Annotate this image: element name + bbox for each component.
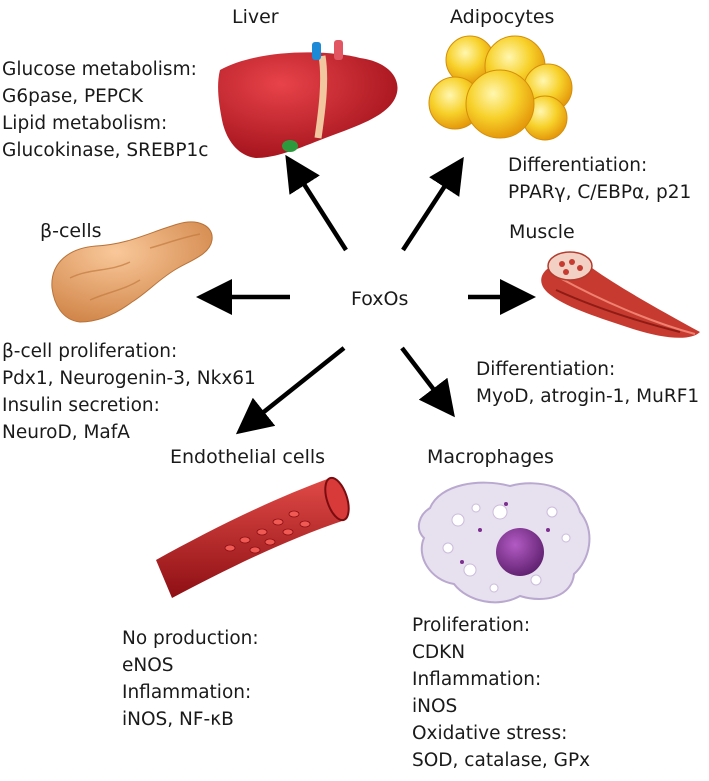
endothelial-line: iNOS, NF-κB: [122, 709, 234, 730]
liver-line: Lipid metabolism:: [2, 113, 168, 134]
muscle-illustration: [541, 251, 700, 338]
macrophages-line: CDKN: [412, 642, 466, 663]
endothelial-text: No production: eNOS Inflammation: iNOS, …: [122, 625, 259, 733]
liver-title: Liver: [232, 6, 279, 28]
macrophages-line: iNOS: [412, 696, 458, 717]
liver-line: Glucose metabolism:: [2, 59, 197, 80]
muscle-line: MyoD, atrogin-1, MuRF1: [476, 386, 700, 407]
liver-line: G6pase, PEPCK: [2, 86, 144, 107]
macrophages-line: SOD, catalase, GPx: [412, 750, 591, 771]
macrophages-title: Macrophages: [427, 446, 554, 468]
arrow-to-macrophages: [400, 346, 455, 418]
beta-cells-title: β-cells: [40, 220, 102, 242]
beta-cells-text: β-cell proliferation: Pdx1, Neurogenin-3…: [2, 338, 256, 446]
beta-cells-line: β-cell proliferation:: [2, 341, 178, 362]
endothelial-title: Endothelial cells: [170, 446, 326, 468]
beta-cells-line: NeuroD, MafA: [2, 422, 130, 443]
arrow-to-adipocytes: [401, 156, 464, 252]
arrow-to-liver: [285, 154, 348, 252]
macrophages-line: Proliferation:: [412, 615, 531, 636]
liver-line: Glucokinase, SREBP1c: [2, 140, 209, 161]
arrows: [196, 154, 536, 435]
endothelial-line: Inflammation:: [122, 682, 252, 703]
muscle-line: Differentiation:: [476, 359, 616, 380]
macrophages-line: Oxidative stress:: [412, 723, 568, 744]
macrophage-illustration: [417, 481, 591, 604]
muscle-text: Differentiation: MyoD, atrogin-1, MuRF1: [476, 356, 699, 410]
liver-illustration: [218, 40, 398, 158]
macrophages-text: Proliferation: CDKN Inflammation: iNOS O…: [412, 612, 590, 774]
arrow-to-endothelial: [235, 346, 346, 435]
adipocytes-title: Adipocytes: [450, 6, 555, 28]
blood-vessel-illustration: [156, 476, 350, 598]
adipocytes-text: Differentiation: PPARγ, C/EBPα, p21: [508, 152, 691, 206]
muscle-title: Muscle: [509, 221, 575, 243]
pancreas-illustration: [51, 221, 213, 323]
endothelial-line: eNOS: [122, 655, 174, 676]
adipocytes-line: PPARγ, C/EBPα, p21: [508, 182, 692, 203]
endothelial-line: No production:: [122, 628, 259, 649]
liver-text: Glucose metabolism: G6pase, PEPCK Lipid …: [2, 56, 208, 164]
adipocytes-line: Differentiation:: [508, 155, 648, 176]
macrophages-line: Inflammation:: [412, 669, 542, 690]
beta-cells-line: Insulin secretion:: [2, 395, 160, 416]
beta-cells-line: Pdx1, Neurogenin-3, Nkx61: [2, 368, 256, 389]
center-label-foxos: FoxOs: [351, 288, 409, 310]
adipocytes-illustration: [428, 35, 573, 141]
